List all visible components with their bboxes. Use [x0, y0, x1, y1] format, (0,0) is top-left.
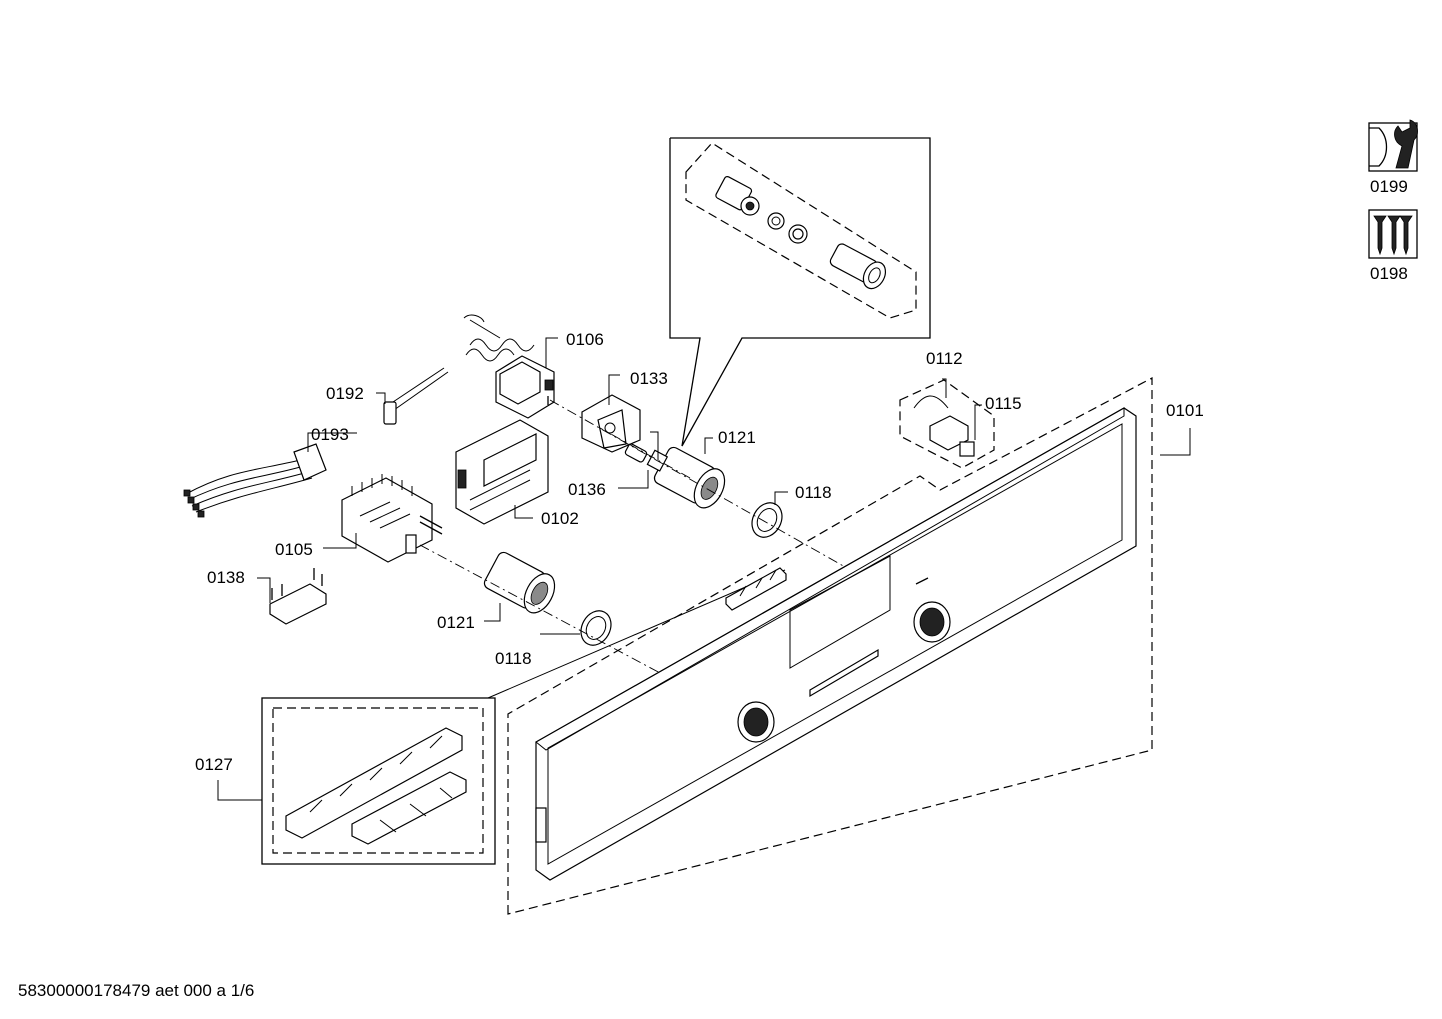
trim-ring-0118-upper [751, 502, 783, 538]
label-0199: 0199 [1370, 177, 1408, 196]
label-0192: 0192 [326, 384, 364, 403]
sensor-0112 [899, 379, 995, 469]
button-panel-inset [261, 569, 786, 865]
label-0133: 0133 [630, 369, 668, 388]
label-0121-upper: 0121 [718, 428, 756, 447]
screws-icon [1368, 209, 1418, 259]
wrench-tool-icon [1368, 119, 1418, 172]
leader-lines [217, 337, 1191, 801]
drawing-footer-id: 58300000178479 aet 000 a 1/6 [18, 981, 255, 1000]
clamp-0138 [269, 568, 327, 625]
label-0118-lower: 0118 [495, 649, 532, 668]
thermostat-0106 [463, 314, 555, 419]
label-0193: 0193 [311, 425, 349, 444]
control-panel-0101 [507, 377, 1153, 915]
knob-detail-inset [669, 137, 931, 447]
label-0118-upper: 0118 [795, 483, 832, 502]
label-0105: 0105 [275, 540, 313, 559]
label-0115: 0115 [985, 394, 1022, 413]
wire-harness-0193 [183, 443, 327, 518]
bracket-0133 [581, 394, 641, 453]
button-block-0127 [725, 567, 787, 611]
selector-switch-0105 [341, 474, 443, 563]
control-knob-0121-lower [483, 551, 556, 614]
label-0106: 0106 [566, 330, 604, 349]
label-0136: 0136 [568, 480, 606, 499]
spindle-0136 [624, 443, 648, 463]
electronic-module-0102 [455, 419, 549, 525]
label-0121-lower: 0121 [437, 613, 475, 632]
label-0198: 0198 [1370, 264, 1408, 283]
label-0138: 0138 [207, 568, 245, 587]
label-0127: 0127 [195, 755, 233, 774]
wire-connector-0192 [383, 367, 449, 425]
label-0102: 0102 [541, 509, 579, 528]
label-0101: 0101 [1166, 401, 1204, 420]
trim-ring-0118-lower [580, 610, 612, 646]
label-0112: 0112 [926, 349, 963, 368]
